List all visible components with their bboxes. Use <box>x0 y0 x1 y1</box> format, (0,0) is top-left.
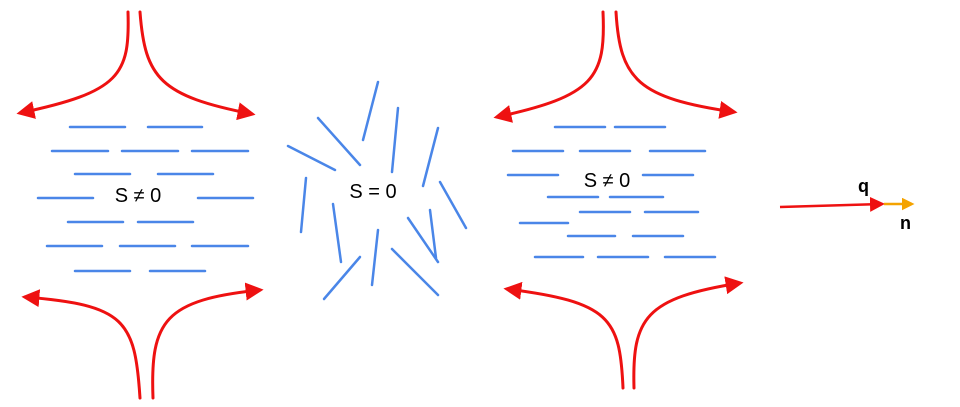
molecule <box>390 106 400 174</box>
molecule <box>438 180 468 230</box>
flow-arrow <box>614 10 738 119</box>
flow-arrow <box>138 10 256 121</box>
q-vector-label: q <box>858 176 869 196</box>
molecule <box>361 80 380 142</box>
molecule <box>406 216 440 264</box>
vector-legend: q n <box>779 176 915 233</box>
center-order-label: S = 0 <box>349 181 396 203</box>
right-nematic-panel: S ≠ 0 <box>493 10 744 390</box>
flow-arrow <box>16 10 130 119</box>
center-isotropic-panel: S = 0 <box>286 80 468 301</box>
left-molecules <box>36 125 255 273</box>
flow-arrow <box>151 282 264 400</box>
molecule <box>390 247 440 297</box>
flow-arrow <box>21 289 142 400</box>
molecule <box>322 255 362 301</box>
molecule <box>331 202 343 264</box>
n-vector-label: n <box>900 213 911 233</box>
right-order-label: S ≠ 0 <box>584 170 631 192</box>
molecule <box>316 116 362 167</box>
right-molecules <box>506 125 717 259</box>
left-flow-arrows <box>16 10 264 400</box>
left-order-label: S ≠ 0 <box>115 185 162 207</box>
molecule <box>428 208 438 260</box>
molecule <box>286 144 337 172</box>
molecule <box>421 126 440 188</box>
flow-arrow <box>632 276 744 390</box>
molecule <box>299 176 308 234</box>
flow-arrow <box>493 10 605 123</box>
left-nematic-panel: S ≠ 0 <box>16 10 264 400</box>
molecule <box>370 228 380 287</box>
q-vector-arrow <box>779 196 885 212</box>
flow-arrow <box>503 281 625 390</box>
right-flow-arrows <box>493 10 744 390</box>
center-molecules <box>286 80 468 301</box>
